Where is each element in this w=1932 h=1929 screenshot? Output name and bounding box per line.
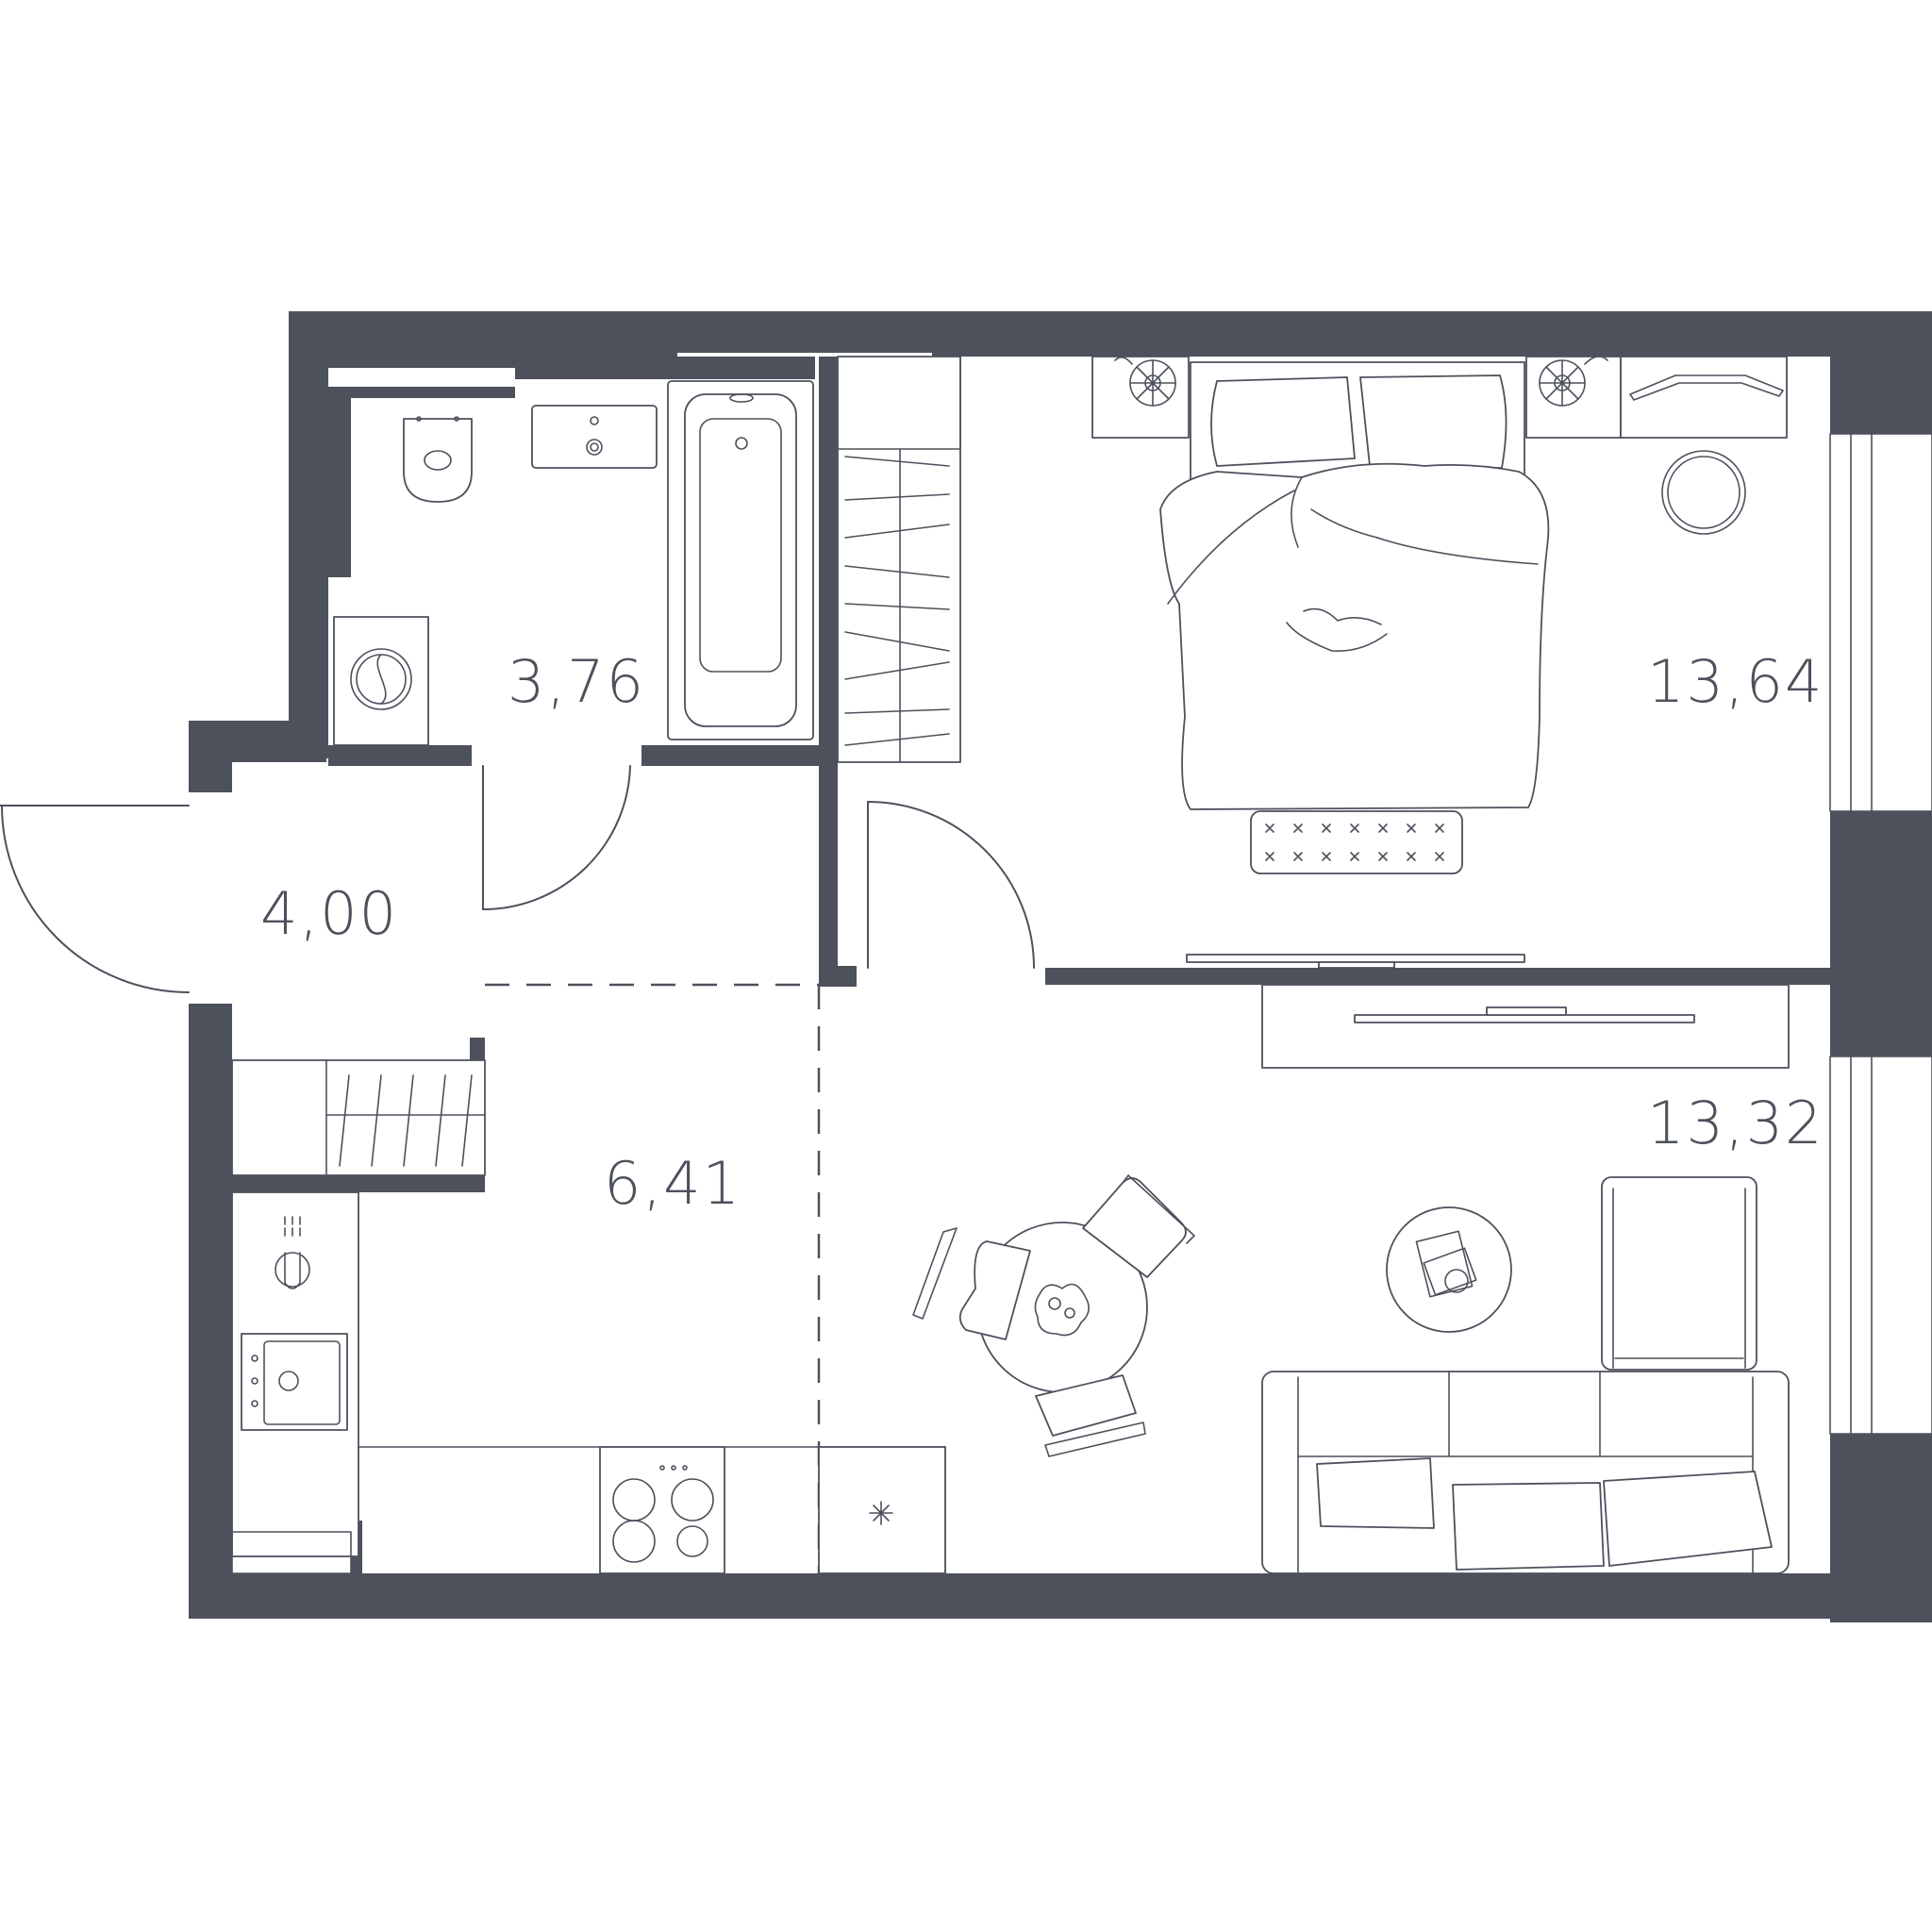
wardrobe-icon [837,356,961,763]
kitchen-sink-icon [241,1333,348,1431]
entrance-area-label: 4,00 [260,879,398,948]
coffee-table-icon [1386,1206,1512,1333]
tv-stand-icon [1261,984,1790,1069]
toilet-icon [403,416,473,503]
washing-machine-icon [333,616,429,746]
bed-icon [1159,361,1550,810]
dressing-table-icon [1620,356,1788,535]
entrance-door-icon [0,805,190,993]
faucet-icon [275,1216,310,1289]
tv-icon [1186,954,1525,969]
sofa-icon [1261,1371,1790,1574]
chair-icon [912,1174,1195,1457]
bathtub-icon [667,380,814,740]
stove-icon [599,1446,725,1574]
lamp-icon [1114,356,1608,407]
bedroom-area-label: 13,64 [1647,647,1824,716]
room-door-icon [482,765,1035,969]
fridge-icon [231,1531,352,1574]
bathroom-area-label: 3,76 [508,647,645,716]
wardrobe-icon [231,1059,486,1176]
walls [189,311,1932,1622]
zone-divider [485,983,821,1573]
armchair-icon [1601,1176,1757,1371]
sink-icon [531,405,658,469]
dishwasher-icon [818,1446,946,1574]
bench-icon [1250,810,1463,874]
living-room-area-label: 13,32 [1647,1089,1824,1157]
hallway-kitchen-area-label: 6,41 [604,1149,741,1218]
window-icon [1829,433,1932,1435]
